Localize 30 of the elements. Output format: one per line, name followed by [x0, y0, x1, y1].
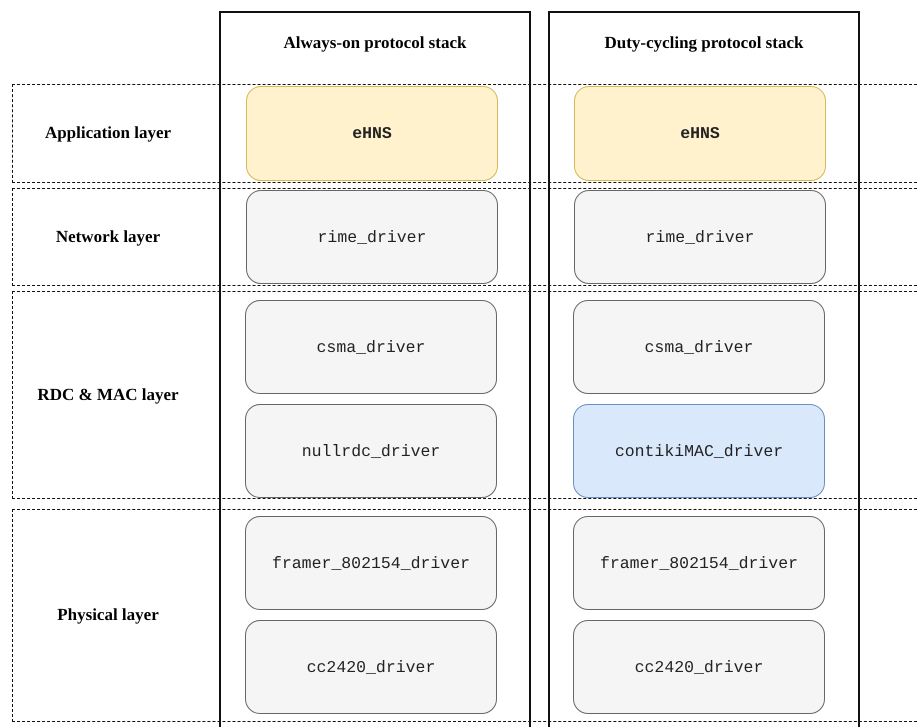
- module-box: [573, 516, 825, 610]
- layer-label: Application layer: [44, 123, 172, 144]
- module-label: framer_802154_driver: [600, 554, 798, 572]
- module-label: csma_driver: [316, 338, 426, 356]
- module-box: [245, 620, 497, 714]
- module-label: contikiMAC_driver: [614, 442, 784, 460]
- module-box: [245, 404, 497, 498]
- module-label: cc2420_driver: [306, 658, 436, 676]
- layer-label: RDC & MAC layer: [36, 384, 180, 406]
- module-label: rime_driver: [646, 228, 754, 246]
- module-label: rime_driver: [318, 228, 426, 246]
- column-heading: Always-on protocol stack: [284, 33, 466, 54]
- module-box: [245, 516, 497, 610]
- module-box: [245, 300, 497, 394]
- module-box: [574, 86, 826, 181]
- column-heading: Duty-cycling protocol stack: [604, 33, 804, 54]
- module-box: [246, 190, 498, 284]
- module-box: [574, 190, 826, 284]
- module-box: [573, 300, 825, 394]
- module-box: [573, 404, 825, 498]
- module-label: csma_driver: [644, 338, 754, 356]
- module-label: framer_802154_driver: [272, 554, 470, 572]
- layer-label: Network layer: [54, 226, 162, 248]
- layer-label: Physical layer: [56, 605, 160, 626]
- module-label: cc2420_driver: [634, 658, 764, 676]
- module-box: [246, 86, 498, 181]
- module-box: [573, 620, 825, 714]
- module-label: eHNS: [680, 124, 720, 143]
- module-label: nullrdc_driver: [302, 442, 440, 460]
- module-label: eHNS: [352, 124, 392, 143]
